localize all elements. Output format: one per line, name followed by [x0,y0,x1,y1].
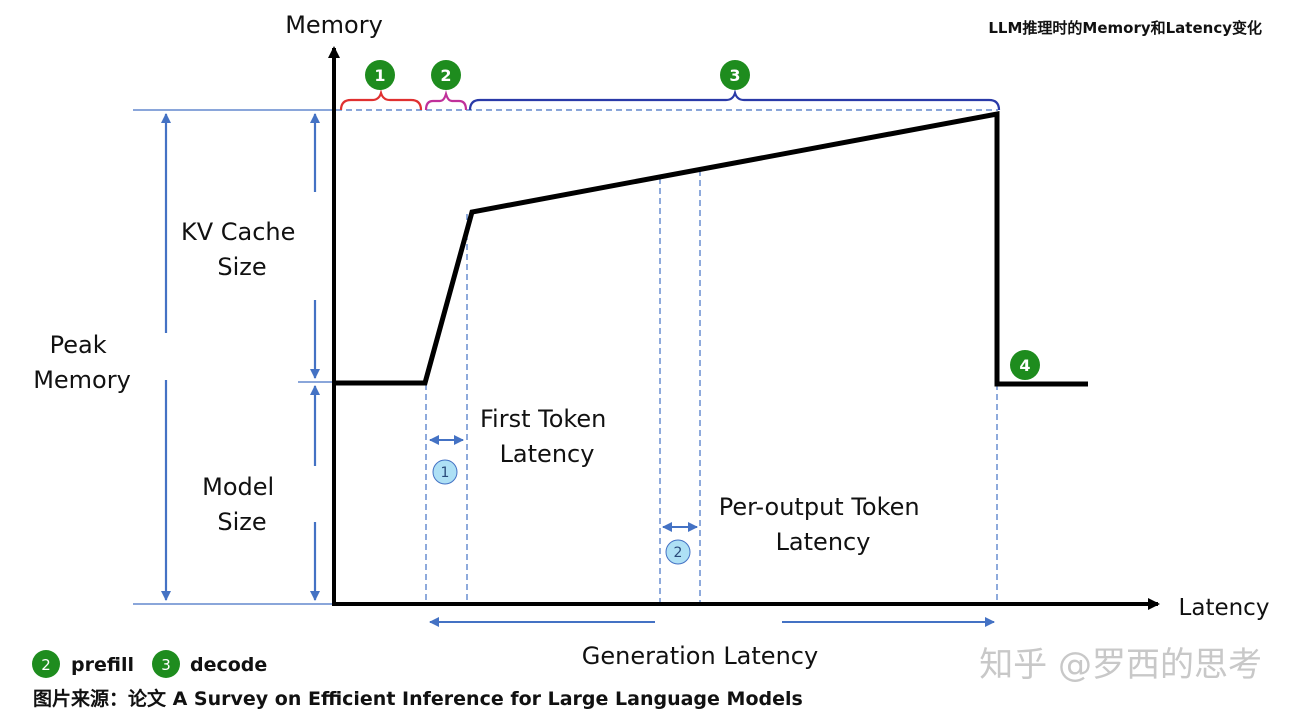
kv-cache-label: KV Cache Size [181,218,303,281]
source-caption: 图片来源：论文 A Survey on Efficient Inference … [33,687,803,710]
x-axis-label: Latency [1179,595,1270,621]
legend-prefill: 2 prefill [32,650,134,678]
phase-badge-3: 3 [720,60,750,90]
diagram-title: LLM推理时的Memory和Latency变化 [988,19,1262,37]
legend-prefill-badge [32,650,60,678]
per-output-label: Per-output Token Latency [719,493,928,556]
phase-3-brace [468,89,1001,111]
interval-badge-1: 1 [432,459,458,485]
phase-2-brace [424,89,468,111]
legend-decode-label: decode [190,654,267,676]
phase-badge-4: 4 [1010,350,1040,380]
phase-badge-1: 1 [365,60,395,90]
interval-badge-2: 2 [665,539,691,565]
svg-text:2: 2 [41,656,51,674]
model-size-label: Model Size [202,473,282,536]
svg-text:1: 1 [441,465,450,481]
generation-latency-label: Generation Latency [582,642,818,670]
memory-curve [334,110,1088,387]
phase-badge-2: 2 [431,60,461,90]
horizontal-guides [133,109,334,605]
legend-decode-badge [152,650,180,678]
legend-prefill-label: prefill [71,654,134,676]
vertical-guides [425,170,998,604]
svg-text:4: 4 [1019,356,1030,375]
svg-text:2: 2 [674,545,683,561]
svg-text:3: 3 [161,656,171,674]
svg-text:3: 3 [729,66,740,85]
watermark: 知乎 @罗西的思考 [979,645,1262,685]
first-token-label: First Token Latency [480,405,614,468]
phase-1-brace [339,89,423,111]
peak-memory-label: Peak Memory [33,331,131,394]
y-axis-label: Memory [285,11,383,39]
legend-decode: 3 decode [152,650,267,678]
svg-text:2: 2 [440,66,451,85]
svg-text:1: 1 [374,66,385,85]
